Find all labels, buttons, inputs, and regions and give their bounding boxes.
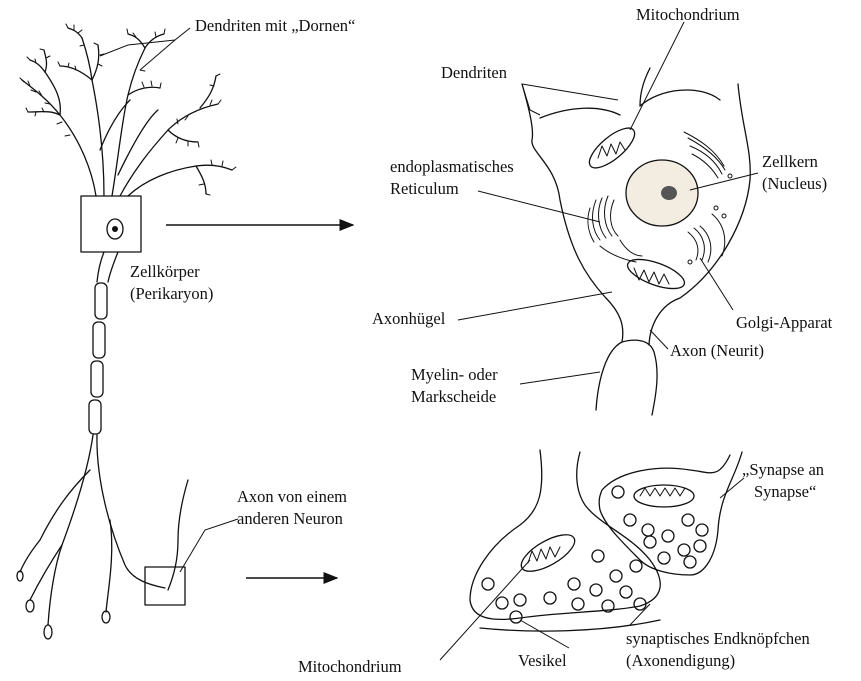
myelin-segments [89,283,107,434]
label-dendriten: Dendriten [441,63,507,82]
axon-branches [20,435,165,625]
myelin-sheath-detail [596,340,657,415]
axon-hillock-small-2 [108,252,118,282]
label-er-1: endoplasmatisches [390,157,514,176]
dendritic-tree [22,28,232,196]
leader-lines [100,22,758,660]
label-golgi: Golgi-Apparat [736,313,833,332]
label-axonhuegel: Axonhügel [372,309,446,328]
label-synapse-2: Synapse“ [754,482,816,501]
label-myelin-1: Myelin- oder [411,365,498,384]
label-nucleus: (Nucleus) [762,174,827,193]
label-mitochondrium-top: Mitochondrium [636,5,740,24]
label-axon-anderes-1: Axon von einem [237,487,347,506]
dendrite-left-stub [540,108,620,118]
label-synapse-1: „Synapse an [742,460,824,479]
label-endknoepfchen-2: (Axonendigung) [626,651,735,670]
axon-hillock-small [97,252,104,282]
label-mitochondrium-bottom: Mitochondrium [298,657,402,676]
label-axon-anderes-2: anderen Neuron [237,509,343,528]
axon-terminals [17,571,110,639]
soma-detail [522,68,750,415]
soma-frame [81,196,141,252]
dendritic-spines [20,24,236,195]
label-dendriten-dornen: Dendriten mit „Dornen“ [195,16,355,35]
mitochondrion-detail-2 [624,253,688,294]
label-vesikel: Vesikel [518,651,567,670]
label-axon-neurit: Axon (Neurit) [670,341,764,360]
label-perikaryon: (Perikaryon) [130,284,213,303]
second-bouton-outline [599,452,742,575]
label-myelin-2: Markscheide [411,387,496,406]
neuron-overview [17,24,236,639]
synapse-detail [470,450,742,631]
label-zellkoerper: Zellkörper [130,262,200,281]
dendrite-right-stub [640,90,720,106]
mitochondrion-synapse-1 [516,528,580,579]
mitochondrion-detail-1 [583,122,640,175]
synapse-frame [145,567,185,605]
label-zellkern: Zellkern [762,152,818,171]
label-er-2: Reticulum [390,179,459,198]
nucleolus-detail [661,186,677,200]
mitochondrion-synapse-2 [634,485,694,507]
soma-nucleolus [112,226,118,232]
label-endknoepfchen-1: synaptisches Endknöpfchen [626,629,810,648]
